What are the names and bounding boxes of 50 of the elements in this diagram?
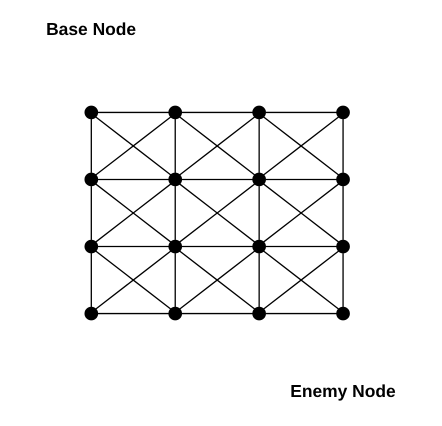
connector — [258, 119, 260, 173]
connector — [182, 312, 253, 314]
connector — [182, 246, 253, 248]
node-circle — [336, 106, 350, 120]
connector — [179, 184, 256, 242]
connector — [98, 246, 169, 248]
node-circle — [84, 306, 98, 320]
node-circle — [252, 172, 266, 186]
connector — [342, 119, 344, 173]
connector — [90, 119, 92, 173]
connector — [174, 253, 176, 307]
connector — [174, 119, 176, 173]
connector — [174, 186, 176, 240]
node-circle — [336, 306, 350, 320]
connector — [263, 250, 339, 310]
connector — [342, 186, 344, 240]
connector — [266, 178, 337, 180]
node-circle — [252, 106, 266, 120]
connector — [98, 178, 169, 180]
connector — [342, 253, 344, 307]
connector — [90, 186, 92, 240]
node-label: Enemy Node — [290, 381, 396, 402]
connector — [258, 253, 260, 307]
node-label: Base Node — [46, 19, 136, 40]
connector — [95, 250, 172, 310]
connector — [95, 184, 172, 242]
connector — [98, 312, 169, 314]
node-circle — [336, 172, 350, 186]
node-circle — [168, 306, 182, 320]
node-circle — [168, 240, 182, 254]
connector — [182, 178, 253, 180]
connector — [90, 253, 92, 307]
connector — [266, 246, 337, 248]
node-circle — [252, 240, 266, 254]
node-circle — [168, 172, 182, 186]
connector — [263, 116, 339, 176]
connector — [95, 116, 172, 176]
node-circle — [84, 106, 98, 120]
connector — [182, 112, 253, 114]
node-circle — [168, 106, 182, 120]
connector — [98, 112, 169, 114]
connector — [179, 250, 256, 310]
connector — [263, 184, 339, 242]
node-circle — [252, 306, 266, 320]
connector — [258, 186, 260, 240]
connector — [266, 112, 337, 114]
node-circle — [336, 240, 350, 254]
connector — [266, 312, 337, 314]
node-circle — [84, 240, 98, 254]
node-circle — [84, 172, 98, 186]
